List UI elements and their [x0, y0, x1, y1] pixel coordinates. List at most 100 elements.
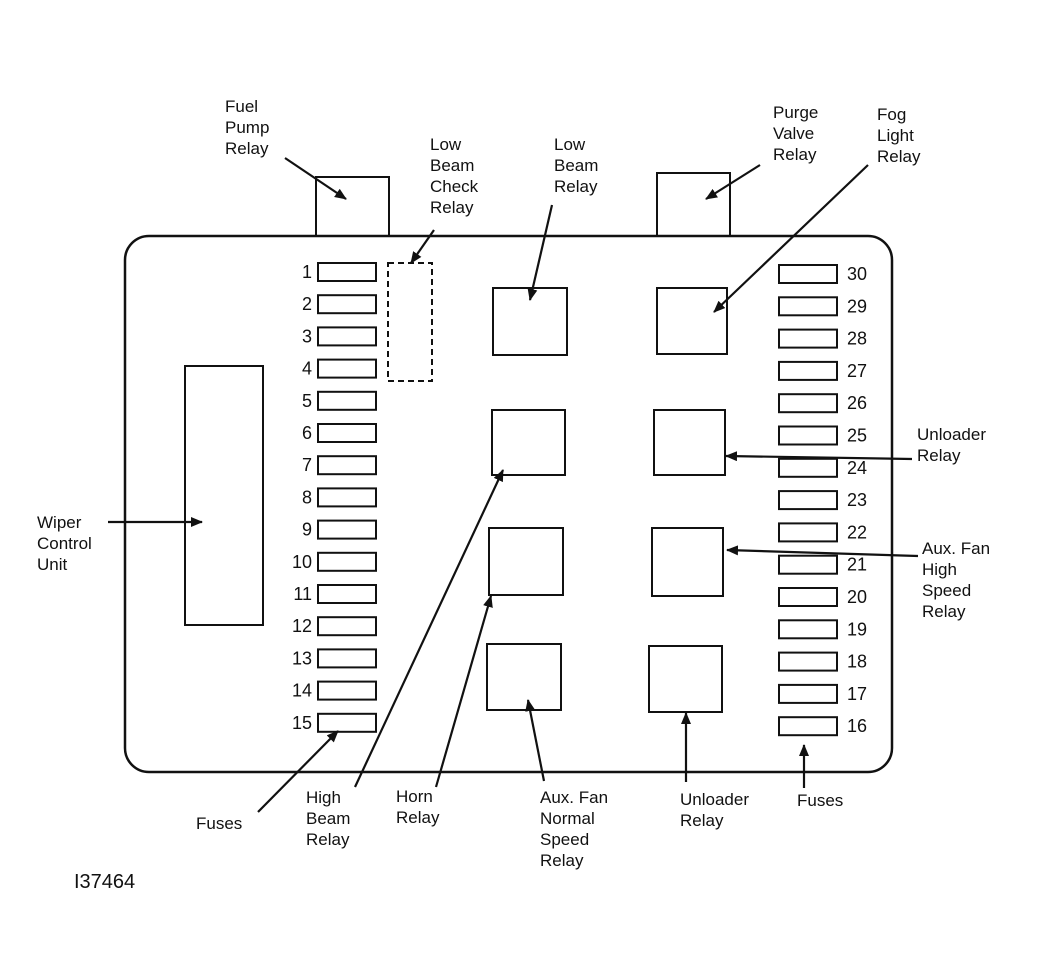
- unloader-relay-right-arrow: [725, 451, 913, 462]
- fuse-30: [778, 264, 838, 284]
- fuse-16: [778, 716, 838, 737]
- fuse-number-3: 3: [302, 326, 312, 346]
- unloader-relay-box-right: [653, 409, 726, 476]
- low-beam-relay-label: Low Beam Relay: [554, 135, 603, 196]
- aux-fan-high-speed-relay-box: [651, 527, 724, 597]
- aux-fan-high-speed-relay-label: Aux. Fan High Speed Relay: [922, 539, 995, 621]
- horn-relay-box: [488, 527, 564, 596]
- fuse-number-22: 22: [847, 522, 867, 542]
- fuse-number-21: 21: [847, 555, 867, 575]
- low-beam-relay-arrow: [527, 204, 554, 301]
- fog-light-relay-box: [656, 287, 728, 355]
- fuse-6: [317, 423, 377, 443]
- fuse-26: [778, 393, 838, 414]
- fuse-5: [317, 390, 377, 411]
- fuse-number-5: 5: [302, 391, 312, 411]
- fuse-number-18: 18: [847, 652, 867, 672]
- fuse-number-17: 17: [847, 684, 867, 704]
- figure-id: I37464: [74, 871, 135, 893]
- aux-fan-normal-speed-relay-arrow: [525, 699, 546, 782]
- fuse-21: [778, 554, 838, 575]
- purge-valve-relay-label: Purge Valve Relay: [773, 103, 823, 164]
- fuse-1: [317, 262, 377, 282]
- fuse-number-15: 15: [292, 713, 312, 733]
- fuse-29: [778, 296, 838, 317]
- wiper-control-unit-box: [184, 365, 264, 626]
- fuse-25: [778, 425, 838, 446]
- fuse-number-2: 2: [302, 294, 312, 314]
- fuse-8: [317, 487, 377, 508]
- fuse-28: [778, 328, 838, 349]
- fuse-number-29: 29: [847, 296, 867, 316]
- fuse-27: [778, 360, 838, 381]
- unloader-relay-box-bottom: [648, 645, 723, 713]
- fuse-number-9: 9: [302, 520, 312, 540]
- fuse-24: [778, 457, 838, 478]
- fuse-4: [317, 358, 377, 379]
- fuse-number-13: 13: [292, 648, 312, 668]
- fuse-9: [317, 519, 377, 540]
- fuses-left-arrow: [257, 730, 339, 813]
- low-beam-check-relay-arrow: [410, 229, 435, 264]
- purge-valve-relay-arrow: [705, 164, 761, 200]
- fog-light-relay-label: Fog Light Relay: [877, 105, 921, 166]
- fuse-number-8: 8: [302, 487, 312, 507]
- fuse-number-16: 16: [847, 716, 867, 736]
- fuse-number-26: 26: [847, 393, 867, 413]
- aux-fan-high-speed-relay-arrow: [726, 545, 919, 558]
- fuse-11: [317, 584, 377, 604]
- fuse-18: [778, 651, 838, 672]
- fuse-22: [778, 522, 838, 543]
- high-beam-relay-arrow: [354, 469, 504, 788]
- fuse-12: [317, 616, 377, 637]
- low-beam-check-relay-box: [387, 262, 433, 382]
- fuses-right-column: 30 29 28 27 26 25 24 23 22 21 20 19 18 17 16: [778, 264, 867, 737]
- aux-fan-normal-speed-relay-label: Aux. Fan Normal Speed Relay: [540, 788, 613, 870]
- fuse-number-6: 6: [302, 423, 312, 443]
- fuse-2: [317, 294, 377, 315]
- fuse-3: [317, 326, 377, 347]
- fuse-23: [778, 490, 838, 511]
- fuse-14: [317, 680, 377, 701]
- fuse-box-housing: [123, 234, 894, 774]
- fuse-number-24: 24: [847, 458, 867, 478]
- fuse-10: [317, 551, 377, 572]
- fuse-13: [317, 648, 377, 669]
- horn-relay-arrow: [434, 595, 493, 788]
- unloader-relay-bottom-label: Unloader Relay: [680, 790, 754, 830]
- fuses-right-label: Fuses: [797, 791, 843, 810]
- fuse-15: [317, 712, 377, 733]
- aux-fan-normal-speed-relay-box: [486, 643, 562, 711]
- purge-valve-relay-housing: [656, 172, 731, 240]
- fuse-number-7: 7: [302, 455, 312, 475]
- fuse-number-11: 11: [293, 584, 312, 604]
- fuse-number-10: 10: [292, 552, 312, 572]
- fog-light-relay-arrow: [713, 164, 869, 313]
- fuse-number-25: 25: [847, 426, 867, 446]
- fuse-number-19: 19: [847, 619, 867, 639]
- fuse-number-4: 4: [302, 359, 312, 379]
- high-beam-relay-label: High Beam Relay: [306, 788, 355, 849]
- fuel-pump-relay-arrow: [284, 157, 347, 200]
- wiper-control-unit-label: Wiper Control Unit: [37, 513, 97, 574]
- fuse-number-28: 28: [847, 329, 867, 349]
- high-beam-relay-box: [491, 409, 566, 476]
- fuse-19: [778, 619, 838, 640]
- fuse-number-1: 1: [302, 262, 312, 282]
- fuse-number-14: 14: [292, 681, 312, 701]
- fuse-number-20: 20: [847, 587, 867, 607]
- horn-relay-label: Horn Relay: [396, 787, 440, 827]
- fuse-7: [317, 455, 377, 476]
- low-beam-check-relay-label: Low Beam Check Relay: [430, 135, 483, 217]
- fuses-left-label: Fuses: [196, 814, 242, 833]
- fuse-number-12: 12: [292, 616, 312, 636]
- fuse-number-27: 27: [847, 361, 867, 381]
- fuse-number-23: 23: [847, 490, 867, 510]
- fuse-17: [778, 683, 838, 704]
- fuse-number-30: 30: [847, 264, 867, 284]
- fuel-pump-relay-label: Fuel Pump Relay: [225, 97, 274, 158]
- unloader-relay-right-label: Unloader Relay: [917, 425, 991, 465]
